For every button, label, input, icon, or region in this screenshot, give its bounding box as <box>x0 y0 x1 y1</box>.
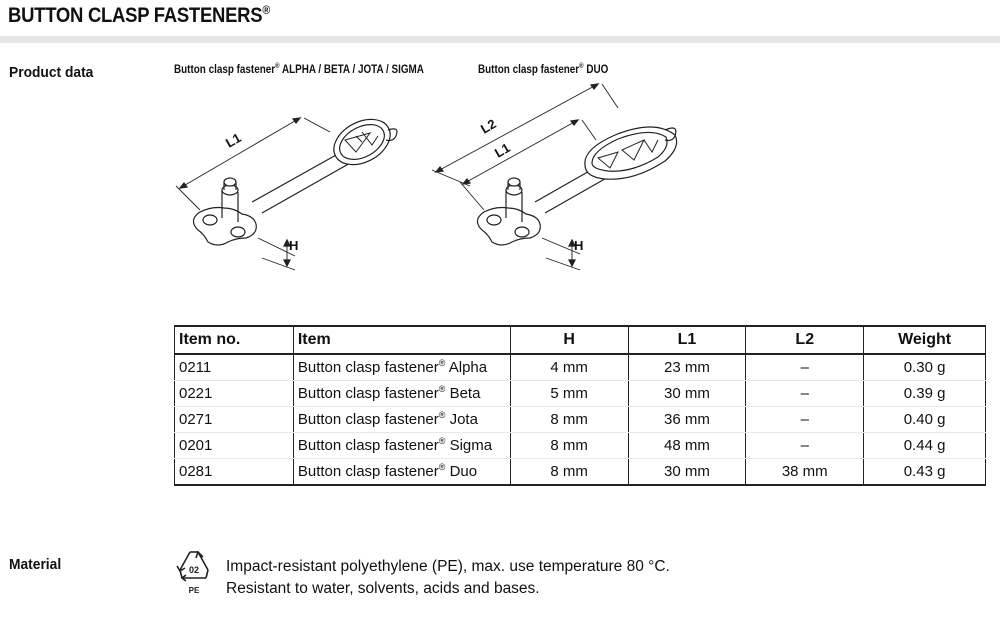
cell-weight: 0.43 g <box>863 458 986 486</box>
cell-item-suffix: Alpha <box>445 359 488 376</box>
product-data-table: Item no. Item H L1 L2 Weight 0211 Button… <box>174 325 986 486</box>
caption-left-mark: ® <box>275 63 280 71</box>
cell-h: 8 mm <box>509 458 629 486</box>
caption-right-mark: ® <box>579 63 584 71</box>
cell-l2: – <box>745 432 865 459</box>
cell-l2: – <box>745 380 865 407</box>
cell-item-no: 0221 <box>174 380 294 407</box>
cell-item: Button clasp fastener® Sigma <box>292 432 511 459</box>
cell-item-prefix: Button clasp fastener <box>297 359 439 376</box>
page-title-text: BUTTON CLASP FASTENERS <box>8 4 263 27</box>
material-label: Material <box>9 556 62 573</box>
cell-item-no: 0201 <box>174 432 294 459</box>
registered-mark: ® <box>262 3 270 17</box>
cell-item-mark: ® <box>438 436 446 446</box>
dim-label-l1-left: L1 <box>223 130 244 151</box>
cell-l2: – <box>745 354 865 381</box>
fastener-technical-drawings: L1 H L2 L1 H <box>175 83 678 271</box>
cell-l1: 23 mm <box>627 354 747 381</box>
col-header-h: H <box>509 325 629 355</box>
recycle-pe-icon: 02 PE <box>176 550 209 595</box>
cell-l2: 38 mm <box>745 458 865 486</box>
cell-item-suffix: Duo <box>445 463 478 480</box>
cell-l1: 48 mm <box>627 432 747 459</box>
page-title: BUTTON CLASP FASTENERS® <box>8 4 270 28</box>
cell-l2: – <box>745 406 865 433</box>
cell-l1: 36 mm <box>627 406 747 433</box>
dim-label-l2-duo: L2 <box>478 116 499 137</box>
cell-weight: 0.30 g <box>863 354 986 381</box>
cell-item-mark: ® <box>438 462 446 472</box>
caption-right-prefix: Button clasp fastener <box>478 64 580 76</box>
title-divider-bar <box>0 36 1000 43</box>
cell-item-mark: ® <box>438 410 446 420</box>
cell-h: 5 mm <box>509 380 629 407</box>
caption-duo: Button clasp fastener® DUO <box>478 63 609 76</box>
dim-label-l1-duo: L1 <box>492 140 513 161</box>
caption-left-suffix: ALPHA / BETA / JOTA / SIGMA <box>279 64 424 76</box>
cell-item-no: 0271 <box>174 406 294 433</box>
material-description: Impact-resistant polyethylene (PE), max.… <box>226 556 670 600</box>
cell-l1: 30 mm <box>627 380 747 407</box>
product-data-label: Product data <box>9 64 94 81</box>
cell-item: Button clasp fastener® Jota <box>292 406 511 433</box>
cell-item-mark: ® <box>438 384 446 394</box>
recycle-abbr: PE <box>189 586 200 595</box>
col-header-item-no: Item no. <box>174 325 294 355</box>
material-line-2: Resistant to water, solvents, acids and … <box>226 580 540 597</box>
dim-label-h-left: H <box>289 238 298 253</box>
fastener-drawing-duo <box>431 83 678 271</box>
col-header-l2: L2 <box>745 325 865 355</box>
table-row: 0271 Button clasp fastener® Jota 8 mm 36… <box>174 406 986 433</box>
cell-weight: 0.44 g <box>863 432 986 459</box>
caption-right-suffix: DUO <box>583 64 609 76</box>
fastener-drawing-single <box>175 117 398 271</box>
caption-alpha-beta-jota-sigma: Button clasp fastener® ALPHA / BETA / JO… <box>174 63 424 76</box>
table-row: 0281 Button clasp fastener® Duo 8 mm 30 … <box>174 458 986 486</box>
material-line-1: Impact-resistant polyethylene (PE), max.… <box>226 558 670 575</box>
cell-item-prefix: Button clasp fastener <box>297 437 439 454</box>
cell-item: Button clasp fastener® Duo <box>292 458 511 486</box>
table-row: 0211 Button clasp fastener® Alpha 4 mm 2… <box>174 354 986 381</box>
caption-left-prefix: Button clasp fastener <box>174 64 276 76</box>
cell-item-prefix: Button clasp fastener <box>297 385 439 402</box>
table-row: 0201 Button clasp fastener® Sigma 8 mm 4… <box>174 432 986 459</box>
col-header-item: Item <box>292 325 511 355</box>
cell-weight: 0.40 g <box>863 406 986 433</box>
cell-weight: 0.39 g <box>863 380 986 407</box>
cell-item-suffix: Beta <box>445 385 481 402</box>
cell-item-no: 0211 <box>174 354 294 381</box>
cell-item-no: 0281 <box>174 458 294 486</box>
dim-label-h-duo: H <box>574 238 583 253</box>
cell-item-suffix: Jota <box>445 411 478 428</box>
cell-l1: 30 mm <box>627 458 747 486</box>
cell-item: Button clasp fastener® Alpha <box>292 354 511 381</box>
cell-item: Button clasp fastener® Beta <box>292 380 511 407</box>
cell-h: 8 mm <box>509 406 629 433</box>
table-row: 0221 Button clasp fastener® Beta 5 mm 30… <box>174 380 986 407</box>
col-header-weight: Weight <box>863 325 986 355</box>
cell-item-mark: ® <box>438 358 446 368</box>
recycle-code: 02 <box>189 565 199 575</box>
table-header-row: Item no. Item H L1 L2 Weight <box>174 325 986 355</box>
cell-h: 8 mm <box>509 432 629 459</box>
col-header-l1: L1 <box>627 325 747 355</box>
cell-item-prefix: Button clasp fastener <box>297 411 439 428</box>
cell-h: 4 mm <box>509 354 629 381</box>
cell-item-suffix: Sigma <box>445 437 493 454</box>
cell-item-prefix: Button clasp fastener <box>297 463 439 480</box>
